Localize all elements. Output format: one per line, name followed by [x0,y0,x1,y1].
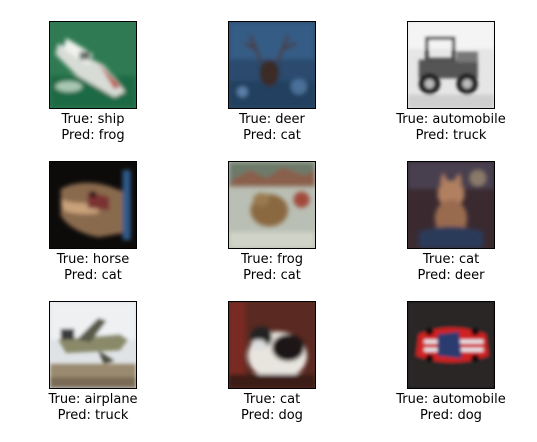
panel-1: True: ship Pred: frog [4,21,182,161]
pred-label: Pred: dog [241,408,303,423]
panel-caption: True: frog Pred: cat [183,252,361,284]
true-label: True: cat [422,252,480,267]
true-label: True: cat [243,392,301,407]
panel-7: True: airplane Pred: truck [4,301,182,441]
panel-caption: True: deer Pred: cat [183,112,361,144]
thumbnail-airplane [49,301,137,389]
panel-caption: True: cat Pred: dog [183,392,361,424]
thumbnail-ship [49,21,137,109]
panel-4: True: horse Pred: cat [4,161,182,301]
true-label: True: deer [239,112,305,127]
true-label: True: automobile [396,392,506,407]
true-label: True: horse [56,252,130,267]
pred-label: Pred: truck [415,128,487,143]
true-label: True: automobile [396,112,506,127]
pred-label: Pred: cat [243,268,301,283]
panel-caption: True: airplane Pred: truck [4,392,182,424]
thumbnail-black-white-cat [228,301,316,389]
pred-label: Pred: cat [243,128,301,143]
panel-caption: True: horse Pred: cat [4,252,182,284]
panel-caption: True: ship Pred: frog [4,112,182,144]
panel-2: True: deer Pred: cat [183,21,361,161]
thumbnail-horse [49,161,137,249]
panel-caption: True: automobile Pred: dog [362,392,537,424]
thumbnail-cat [407,161,495,249]
panel-6: True: cat Pred: deer [362,161,537,301]
pred-label: Pred: dog [420,408,482,423]
thumbnail-red-sports-car [407,301,495,389]
thumbnail-frog [228,161,316,249]
thumbnail-deer [228,21,316,109]
pred-label: Pred: frog [61,128,125,143]
true-label: True: ship [61,112,125,127]
thumbnail-vintage-car [407,21,495,109]
pred-label: Pred: cat [64,268,122,283]
panel-9: True: automobile Pred: dog [362,301,537,441]
panel-3: True: automobile Pred: truck [362,21,537,161]
panel-5: True: frog Pred: cat [183,161,361,301]
pred-label: Pred: deer [417,268,485,283]
true-label: True: frog [241,252,303,267]
panel-caption: True: cat Pred: deer [362,252,537,284]
panel-caption: True: automobile Pred: truck [362,112,537,144]
pred-label: Pred: truck [57,408,129,423]
true-label: True: airplane [48,392,138,407]
panel-8: True: cat Pred: dog [183,301,361,441]
